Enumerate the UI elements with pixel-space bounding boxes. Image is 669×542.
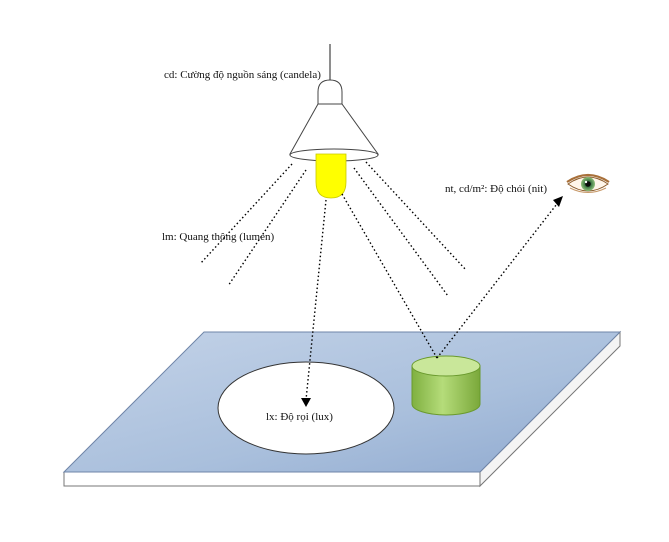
- arrowhead-down: [301, 398, 311, 407]
- eye-icon: [566, 173, 610, 193]
- cylinder-object: [411, 355, 481, 416]
- bulb: [315, 153, 347, 199]
- label-lux: lx: Độ rọi (lux): [266, 411, 333, 423]
- arrowhead-eye: [553, 196, 563, 207]
- light-rays: [199, 161, 561, 401]
- label-nit: nt, cd/m²: Độ chói (nit): [445, 183, 547, 195]
- label-lumen: lm: Quang thông (lumen): [162, 231, 274, 243]
- label-candela: cd: Cường độ nguồn sáng (candela): [164, 69, 321, 81]
- illuminated-area: [217, 361, 395, 455]
- pendant-lamp-icon: [289, 44, 379, 199]
